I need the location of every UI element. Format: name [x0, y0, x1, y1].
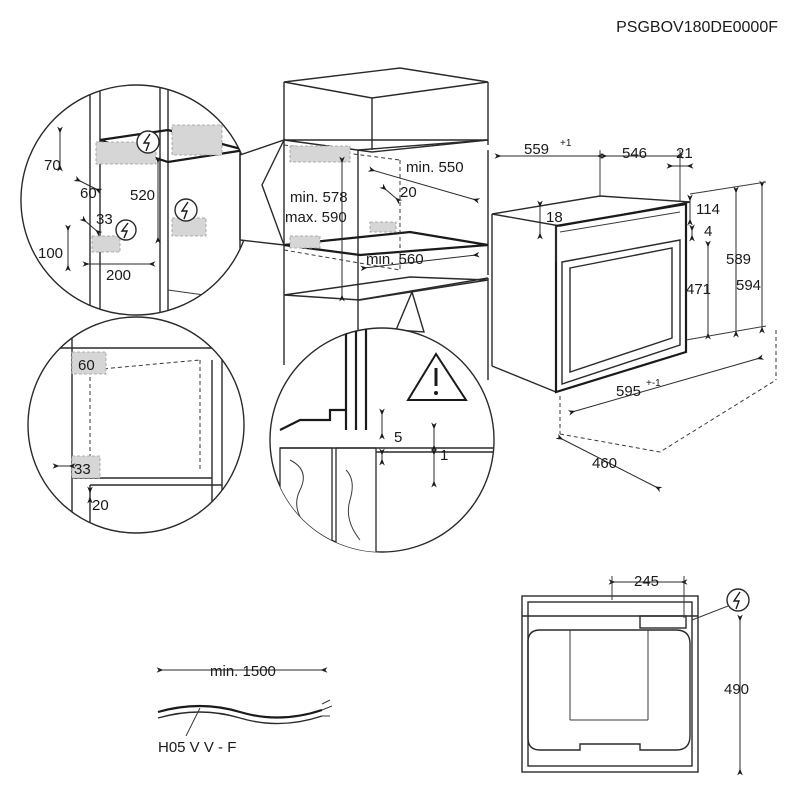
detail-top-dim-60: 60: [80, 185, 97, 202]
cabinet-view: min. 578 max. 590 min. 550 20 min. 560: [283, 67, 489, 380]
cabinet-dim-min-578: min. 578: [290, 189, 348, 206]
back-dim-245: 245: [634, 573, 659, 590]
cabinet-dim-min-550: min. 550: [406, 159, 464, 176]
oven-dim-559: 559: [524, 141, 549, 158]
detail-circle-left: 60 33 20: [27, 316, 245, 534]
oven-dim-471: 471: [686, 281, 711, 298]
oven-dim-21: 21: [676, 145, 693, 162]
oven-dim-4: 4: [704, 223, 712, 240]
oven-dim-595-tol: +-1: [646, 378, 661, 389]
oven-dim-594: 594: [736, 277, 761, 294]
detail-left-dim-33: 33: [74, 461, 91, 478]
cabinet-dim-20: 20: [400, 184, 417, 201]
detail-left-dim-60: 60: [78, 357, 95, 374]
oven-dim-114: 114: [696, 201, 720, 218]
oven-view: 559 +1 546 21 18 114 4 471 589 594 595 +…: [491, 138, 777, 493]
document-code: PSGBOV180DE0000F: [616, 19, 778, 36]
oven-dim-18: 18: [546, 209, 563, 226]
detail-top-dim-70: 70: [44, 157, 61, 174]
detail-top-dim-520: 520: [130, 187, 155, 204]
electric-connection-icon: [136, 130, 160, 154]
detail-circle-support: 5 1: [269, 289, 495, 553]
cable-view: min. 1500 H05 V V - F: [156, 663, 333, 756]
electric-connection-icon: [174, 198, 198, 222]
detail-top-dim-100: 100: [38, 245, 63, 262]
oven-dim-589: 589: [726, 251, 751, 268]
oven-dim-559-tol: +1: [560, 138, 572, 149]
oven-dim-460: 460: [592, 455, 617, 472]
oven-dim-546: 546: [622, 145, 647, 162]
back-dim-490: 490: [724, 681, 749, 698]
support-dim-5: 5: [394, 429, 402, 446]
detail-top-dim-33: 33: [96, 211, 113, 228]
support-dim-1: 1: [440, 447, 448, 464]
detail-top-dim-200: 200: [106, 267, 131, 284]
cable-length-label: min. 1500: [210, 663, 276, 680]
electric-connection-icon: [115, 219, 137, 241]
cabinet-dim-min-560: min. 560: [366, 251, 424, 268]
electric-connection-icon: [726, 588, 750, 612]
oven-dim-595: 595: [616, 383, 641, 400]
cabinet-dim-max-590: max. 590: [285, 209, 347, 226]
detail-left-dim-20: 20: [92, 497, 109, 514]
warning-triangle-icon: [406, 352, 468, 401]
back-view: 245 490: [521, 573, 750, 776]
cable-type-label: H05 V V - F: [158, 739, 236, 756]
detail-circle-top: 70 60 520 33 100 200: [20, 84, 286, 316]
